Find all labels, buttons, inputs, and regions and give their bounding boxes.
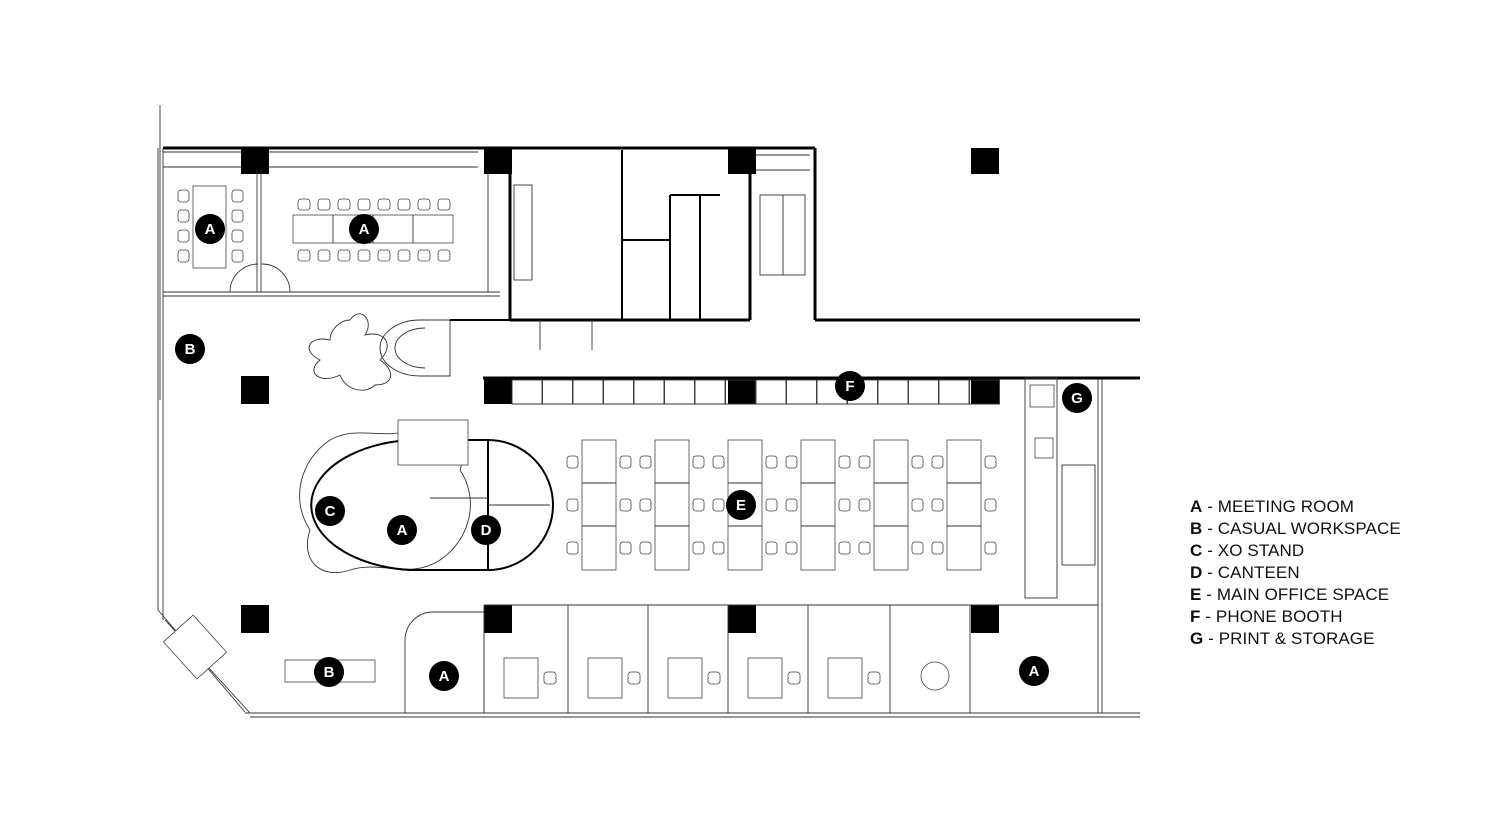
marker-circle bbox=[835, 371, 865, 401]
legend-letter: F bbox=[1190, 607, 1201, 626]
marker-label: C bbox=[325, 503, 336, 520]
legend-item: E - MAIN OFFICE SPACE bbox=[1190, 584, 1401, 606]
marker-label: A bbox=[1029, 663, 1040, 680]
marker-label: A bbox=[359, 221, 370, 238]
marker-circle bbox=[471, 515, 501, 545]
marker-label: A bbox=[205, 221, 216, 238]
legend-text: - MAIN OFFICE SPACE bbox=[1201, 585, 1390, 604]
legend-text: - MEETING ROOM bbox=[1202, 497, 1355, 516]
marker-d: D bbox=[471, 515, 501, 545]
legend-letter: D bbox=[1190, 563, 1203, 582]
legend-letter: E bbox=[1190, 585, 1202, 604]
legend-letter: A bbox=[1190, 497, 1203, 516]
legend-item: B - CASUAL WORKSPACE bbox=[1190, 518, 1401, 540]
legend-item: C - XO STAND bbox=[1190, 540, 1401, 562]
legend-letter: G bbox=[1190, 629, 1204, 648]
marker-label: A bbox=[397, 522, 408, 539]
phone-booth-cells bbox=[511, 379, 1000, 405]
marker-circle bbox=[349, 214, 379, 244]
marker-label: B bbox=[324, 664, 335, 681]
marker-circle bbox=[314, 657, 344, 687]
marker-label: B bbox=[185, 341, 196, 358]
legend-text: - XO STAND bbox=[1202, 541, 1305, 560]
marker-b: B bbox=[175, 334, 205, 364]
legend-item: D - CANTEEN bbox=[1190, 562, 1401, 584]
legend-text: - CANTEEN bbox=[1202, 563, 1300, 582]
marker-label: D bbox=[481, 522, 492, 539]
marker-a: A bbox=[349, 214, 379, 244]
marker-label: G bbox=[1071, 390, 1083, 407]
legend-text: - PHONE BOOTH bbox=[1200, 607, 1343, 626]
marker-circle bbox=[1062, 383, 1092, 413]
legend-text: - PRINT & STORAGE bbox=[1203, 629, 1375, 648]
marker-label: A bbox=[439, 668, 450, 685]
marker-e: E bbox=[726, 490, 756, 520]
marker-a: A bbox=[1019, 656, 1049, 686]
marker-circle bbox=[387, 515, 417, 545]
canteen-pod bbox=[310, 419, 554, 571]
marker-label: E bbox=[736, 497, 746, 514]
legend-letter: C bbox=[1190, 541, 1203, 560]
exterior-walls bbox=[157, 105, 1140, 718]
marker-label: F bbox=[845, 378, 854, 395]
marker-circle bbox=[726, 490, 756, 520]
marker-f: F bbox=[835, 371, 865, 401]
marker-a: A bbox=[195, 214, 225, 244]
service-core bbox=[513, 150, 810, 350]
room-markers: A A B C A D E F G B A A bbox=[175, 214, 1092, 691]
marker-c: C bbox=[315, 496, 345, 526]
marker-circle bbox=[429, 661, 459, 691]
meeting-chairs bbox=[177, 189, 451, 263]
legend-letter: B bbox=[1190, 519, 1203, 538]
marker-g: G bbox=[1062, 383, 1092, 413]
marker-a: A bbox=[387, 515, 417, 545]
marker-circle bbox=[315, 496, 345, 526]
marker-b: B bbox=[314, 657, 344, 687]
marker-circle bbox=[1019, 656, 1049, 686]
legend-text: - CASUAL WORKSPACE bbox=[1202, 519, 1401, 538]
office-cells bbox=[483, 605, 971, 713]
legend-item: F - PHONE BOOTH bbox=[1190, 606, 1401, 628]
marker-circle bbox=[175, 334, 205, 364]
structural-columns bbox=[241, 148, 999, 633]
marker-circle bbox=[195, 214, 225, 244]
office-desks bbox=[566, 439, 997, 571]
legend-item: G - PRINT & STORAGE bbox=[1190, 628, 1401, 650]
marker-a: A bbox=[429, 661, 459, 691]
legend-item: A - MEETING ROOM bbox=[1190, 496, 1401, 518]
print-storage-room bbox=[1024, 377, 1096, 599]
